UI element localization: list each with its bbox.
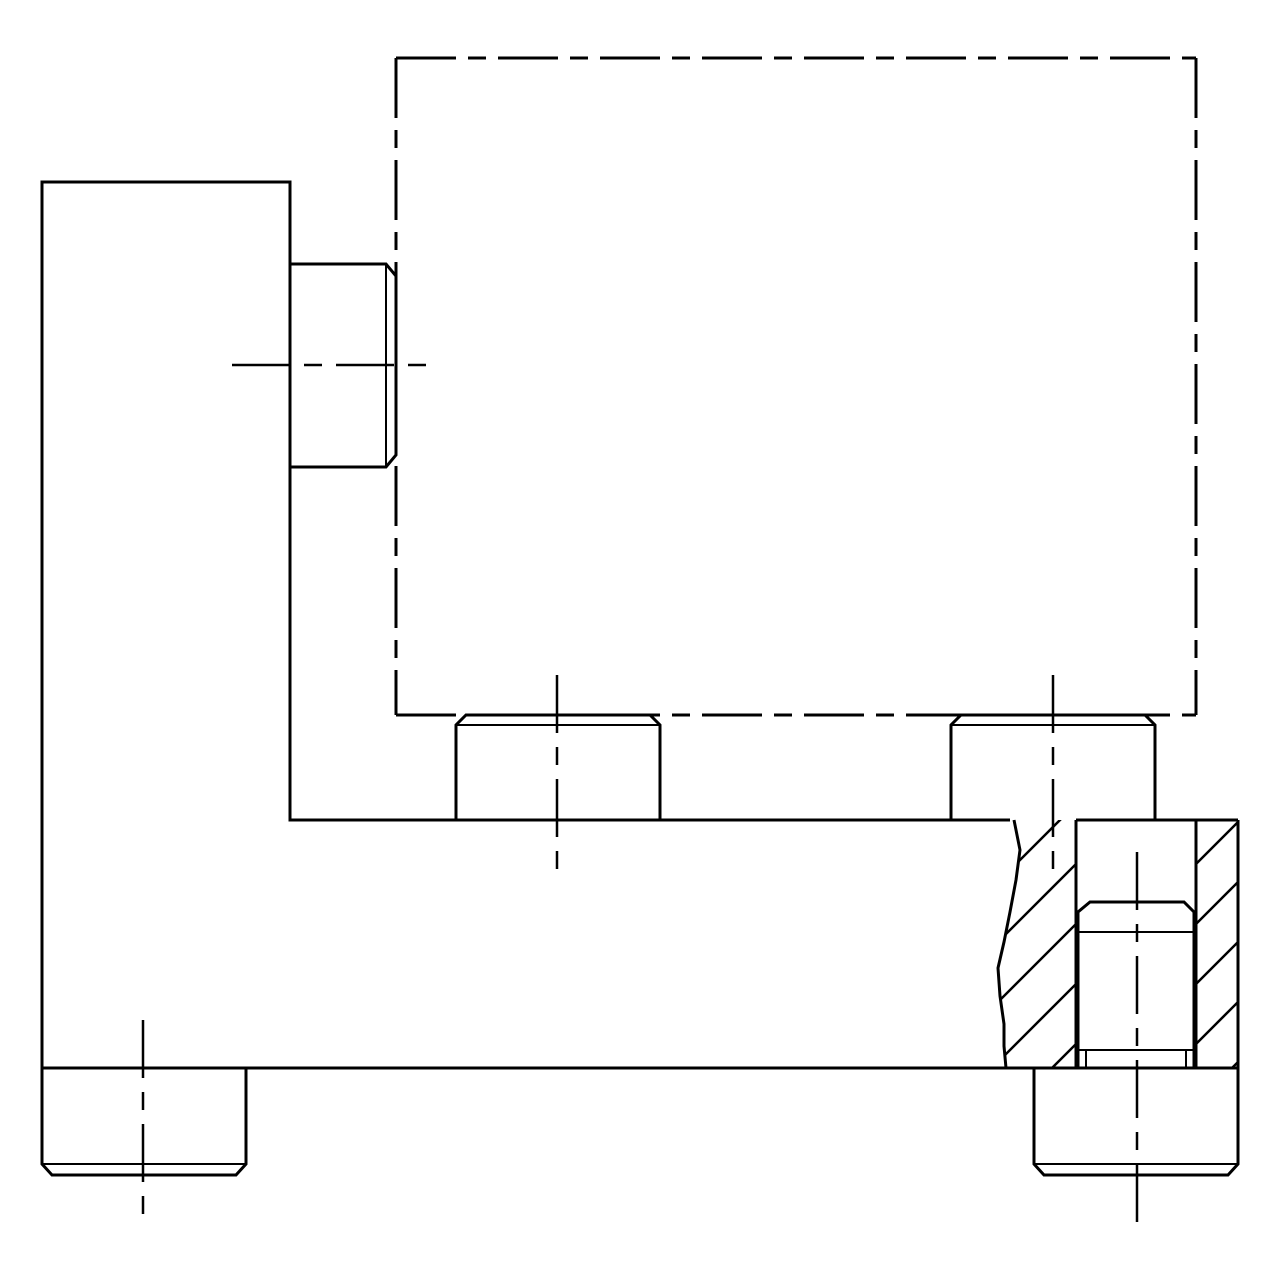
break-line [996, 819, 1022, 1069]
section-hatching-right [1196, 820, 1238, 1068]
section-hatching-left [998, 820, 1076, 1068]
section-bore-with-pin [996, 819, 1238, 1069]
section-dowel-pin [1076, 900, 1196, 1068]
phantom-mounted-block [394, 56, 1198, 717]
l-bracket-body [40, 180, 1240, 1070]
